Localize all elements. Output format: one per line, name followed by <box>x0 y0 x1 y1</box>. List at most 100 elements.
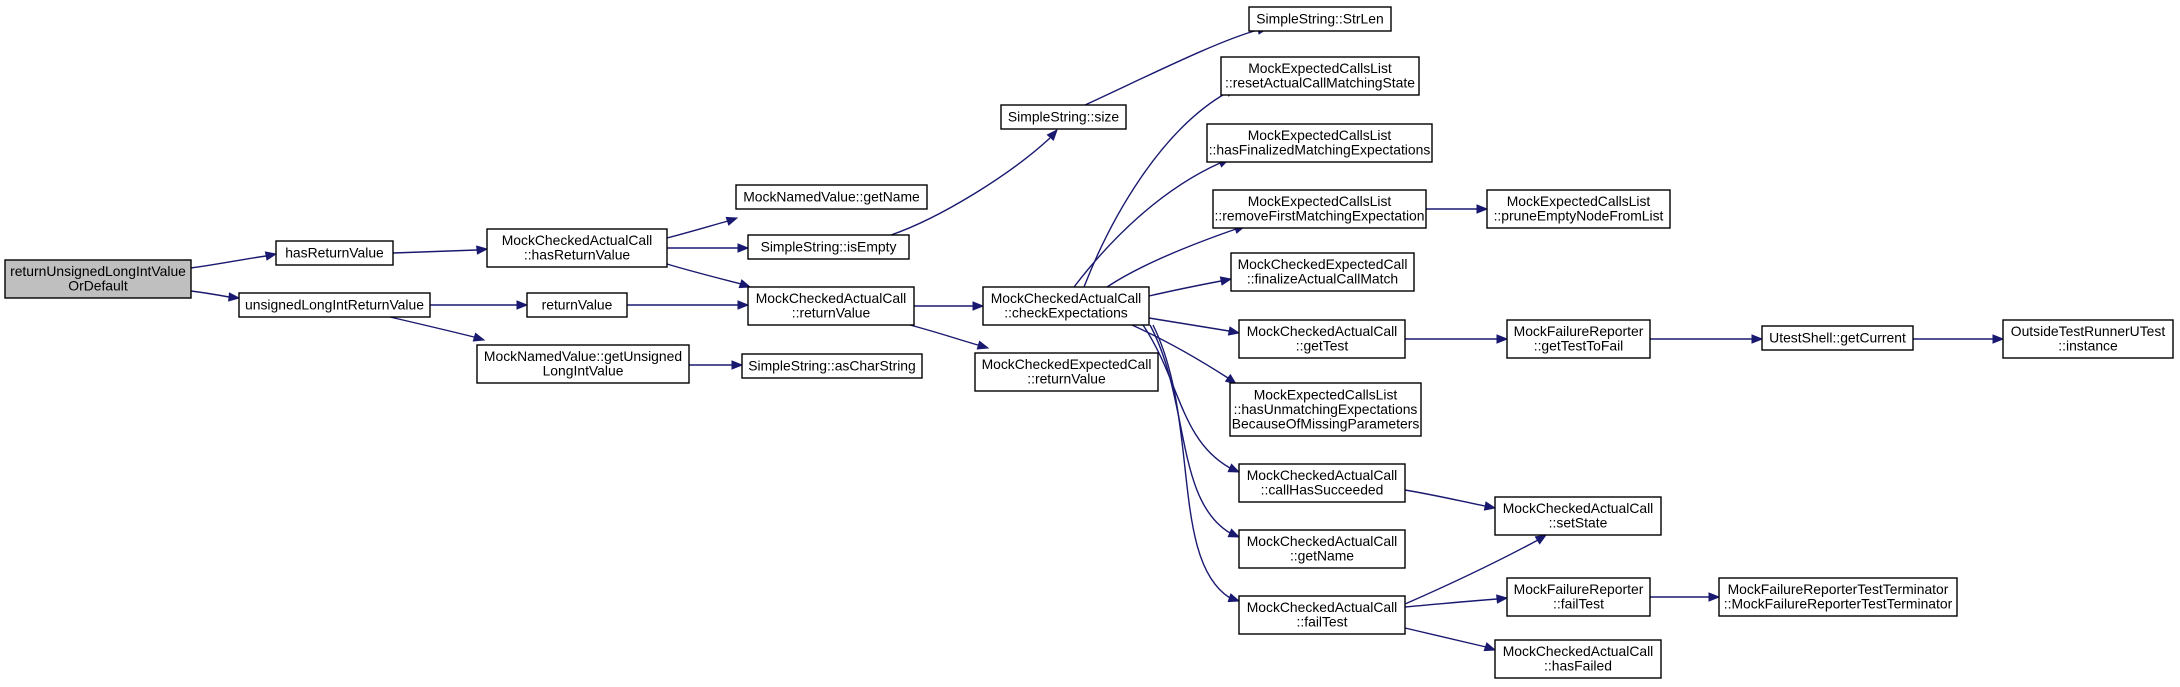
node-box[interactable] <box>238 292 431 318</box>
node-mcec-finalize[interactable]: MockCheckedExpectedCall::finalizeActualC… <box>1230 252 1415 292</box>
node-ss-asCharString[interactable]: SimpleString::asCharString <box>741 353 923 379</box>
node-label-line: ::hasReturnValue <box>524 247 631 263</box>
node-mnv-getName[interactable]: MockNamedValue::getName <box>735 184 928 210</box>
node-mecl-removeFirst[interactable]: MockExpectedCallsList::removeFirstMatchi… <box>1212 189 1427 229</box>
node-box[interactable] <box>747 234 910 260</box>
node-box[interactable] <box>1229 382 1422 437</box>
node-mcac-checkExpectations[interactable]: MockCheckedActualCall::checkExpectations <box>982 286 1150 326</box>
node-label-line: unsignedLongIntReturnValue <box>245 296 424 312</box>
node-mcac-hasReturnValue[interactable]: MockCheckedActualCall::hasReturnValue <box>486 228 668 268</box>
edge-line <box>190 255 267 269</box>
node-mfr-getTestToFail[interactable]: MockFailureReporter::getTestToFail <box>1506 319 1651 359</box>
edge-line <box>1404 489 1486 507</box>
node-box[interactable] <box>526 292 628 318</box>
node-box[interactable] <box>1212 189 1427 229</box>
node-mfrtt-ctor[interactable]: MockFailureReporterTestTerminator::MockF… <box>1718 577 1958 617</box>
node-label-line: ::callHasSucceeded <box>1261 482 1384 498</box>
node-mcac-returnValue[interactable]: MockCheckedActualCall::returnValue <box>747 286 915 326</box>
node-label-line: ::resetActualCallMatchingState <box>1225 75 1415 91</box>
node-mcac-hasFailed[interactable]: MockCheckedActualCall::hasFailed <box>1494 639 1662 679</box>
node-ss-size[interactable]: SimpleString::size <box>1000 104 1127 130</box>
node-box[interactable] <box>1761 325 1914 351</box>
node-mecl-hasFinalized[interactable]: MockExpectedCallsList::hasFinalizedMatch… <box>1206 123 1433 163</box>
node-box[interactable] <box>735 184 928 210</box>
node-ushell-getCurrent[interactable]: UtestShell::getCurrent <box>1761 325 1914 351</box>
node-mcac-setState[interactable]: MockCheckedActualCall::setState <box>1494 496 1662 536</box>
edge-line <box>1084 29 1259 106</box>
node-hasReturnValue[interactable]: hasReturnValue <box>275 240 394 266</box>
node-box[interactable] <box>1494 496 1662 536</box>
node-mcac-failTest[interactable]: MockCheckedActualCall::failTest <box>1238 595 1406 635</box>
node-box[interactable] <box>974 352 1159 392</box>
edge-arrowhead <box>1476 204 1489 214</box>
node-mecl-prune[interactable]: MockExpectedCallsList::pruneEmptyNodeFro… <box>1486 189 1671 229</box>
node-mcac-callHasSucceeded[interactable]: MockCheckedActualCall::callHasSucceeded <box>1238 463 1406 503</box>
node-mfr-failTest[interactable]: MockFailureReporter::failTest <box>1506 577 1651 617</box>
edge-line <box>1106 228 1237 288</box>
node-box[interactable] <box>741 353 923 379</box>
node-box[interactable] <box>2002 319 2174 359</box>
node-box[interactable] <box>747 286 915 326</box>
node-label-line: MockExpectedCallsList <box>1254 386 1398 402</box>
node-mcac-getTest[interactable]: MockCheckedActualCall::getTest <box>1238 319 1406 359</box>
node-box[interactable] <box>275 240 394 266</box>
node-label-line: ::removeFirstMatchingExpectation <box>1215 208 1425 224</box>
node-label-line: ::setState <box>1549 515 1608 531</box>
node-box[interactable] <box>1718 577 1958 617</box>
node-label-line: MockExpectedCallsList <box>1507 193 1651 209</box>
node-mcec-returnValue[interactable]: MockCheckedExpectedCall::returnValue <box>974 352 1159 392</box>
node-mcac-getName[interactable]: MockCheckedActualCall::getName <box>1238 529 1406 569</box>
edge-returnValue-to-mcac_returnValue <box>627 300 750 310</box>
node-box[interactable] <box>1238 595 1406 635</box>
node-label-line: ::getTest <box>1296 338 1349 354</box>
node-label-line: MockCheckedActualCall <box>1247 599 1398 615</box>
node-box[interactable] <box>4 259 192 299</box>
node-box[interactable] <box>486 228 668 268</box>
node-mecl-hasUnmatching[interactable]: MockExpectedCallsList::hasUnmatchingExpe… <box>1229 382 1422 437</box>
node-box[interactable] <box>1238 463 1406 503</box>
edge-unsignedLongIntReturnValue-to-returnValue <box>430 300 529 310</box>
node-box[interactable] <box>476 344 690 384</box>
node-label-line: SimpleString::size <box>1008 108 1119 124</box>
node-box[interactable] <box>1220 56 1420 96</box>
node-box[interactable] <box>1238 319 1406 359</box>
edge-arrowhead <box>737 243 750 253</box>
node-box[interactable] <box>1486 189 1671 229</box>
edge-arrowhead <box>976 340 990 350</box>
edge-mcac_checkExpectations-to-mcec_finalize <box>1148 276 1233 297</box>
node-box[interactable] <box>1000 104 1127 130</box>
node-otrut-instance[interactable]: OutsideTestRunnerUTest::instance <box>2002 319 2174 359</box>
edge-line <box>1148 280 1222 297</box>
node-ss-StrLen[interactable]: SimpleString::StrLen <box>1248 6 1392 32</box>
node-label-line: returnUnsignedLongIntValue <box>10 263 186 279</box>
node-label-line: ::pruneEmptyNodeFromList <box>1494 208 1664 224</box>
node-box[interactable] <box>982 286 1150 326</box>
node-mecl-reset[interactable]: MockExpectedCallsList::resetActualCallMa… <box>1220 56 1420 96</box>
node-unsignedLongIntReturnValue[interactable]: unsignedLongIntReturnValue <box>238 292 431 318</box>
node-box[interactable] <box>1494 639 1662 679</box>
node-returnValue[interactable]: returnValue <box>526 292 628 318</box>
edge-line <box>666 220 729 239</box>
node-label-line: ::getTestToFail <box>1534 338 1624 354</box>
node-label-line: ::returnValue <box>792 305 871 321</box>
node-box[interactable] <box>1506 577 1651 617</box>
node-box[interactable] <box>1248 6 1392 32</box>
edge-arrowhead <box>472 332 486 342</box>
edge-mfr_failTest-to-mfrtt_ctor <box>1649 592 1721 602</box>
edge-mecl_removeFirst-to-mecl_prune <box>1426 204 1489 214</box>
node-box[interactable] <box>1206 123 1433 163</box>
node-ss-isEmpty[interactable]: SimpleString::isEmpty <box>747 234 910 260</box>
edge-line <box>1404 627 1487 648</box>
edge-arrowhead <box>972 301 985 311</box>
node-box[interactable] <box>1230 252 1415 292</box>
edge-hasReturnValue-to-mcac_hasReturnValue <box>392 245 489 255</box>
node-label-line: MockExpectedCallsList <box>1248 60 1392 76</box>
node-label-line: MockFailureReporterTestTerminator <box>1728 581 1949 597</box>
edge-mcac_checkExpectations-to-mcac_failTest <box>1152 324 1241 603</box>
node-box[interactable] <box>1506 319 1651 359</box>
node-label-line: UtestShell::getCurrent <box>1769 329 1906 345</box>
edge-arrowhead <box>1483 501 1497 511</box>
node-box[interactable] <box>1238 529 1406 569</box>
